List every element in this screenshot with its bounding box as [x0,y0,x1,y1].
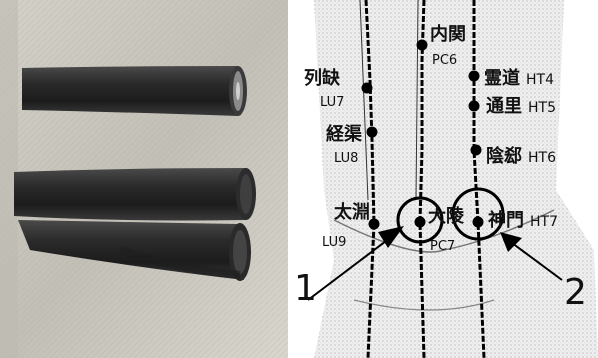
label-pc7-code: PC7 [430,239,455,254]
svg-text:霊道: 霊道 [484,67,520,89]
label-lu7-code: LU7 [320,95,344,110]
svg-text:HT7: HT7 [530,214,558,230]
svg-text:HT6: HT6 [528,150,556,166]
svg-text:通里: 通里 [486,96,522,117]
label-lu7-name: 列缺 [304,67,341,89]
wrist-meridian-diagram-icon: 列缺 LU7 経渠 LU8 太淵 LU9 内関 PC6 大陵 PC7 霊道 HT… [294,0,598,358]
svg-text:HT4: HT4 [526,72,554,88]
label-lu8-code: LU8 [334,151,358,166]
label-lu9-code: LU9 [322,235,346,250]
svg-text:HT5: HT5 [528,100,556,116]
rod-top [22,66,247,116]
label-lu9-name: 太淵 [334,201,370,223]
callout-1: 1 [294,268,317,309]
wrist-diagram: 列缺 LU7 経渠 LU8 太淵 LU9 内関 PC6 大陵 PC7 霊道 HT… [294,0,598,358]
label-lu8-name: 経渠 [326,123,362,145]
callout-2: 2 [564,272,587,313]
label-pc7-name: 大陵 [428,205,465,227]
acupuncture-rod-photo-icon [0,0,288,358]
label-pc6-name: 内関 [430,23,466,45]
rod-middle [14,168,256,221]
label-pc6-code: PC6 [432,53,457,68]
rods-photo [0,0,288,358]
svg-text:神門: 神門 [488,209,524,231]
svg-text:陰郄: 陰郄 [486,145,522,167]
label-ht5: 通里 HT5 [486,96,556,117]
